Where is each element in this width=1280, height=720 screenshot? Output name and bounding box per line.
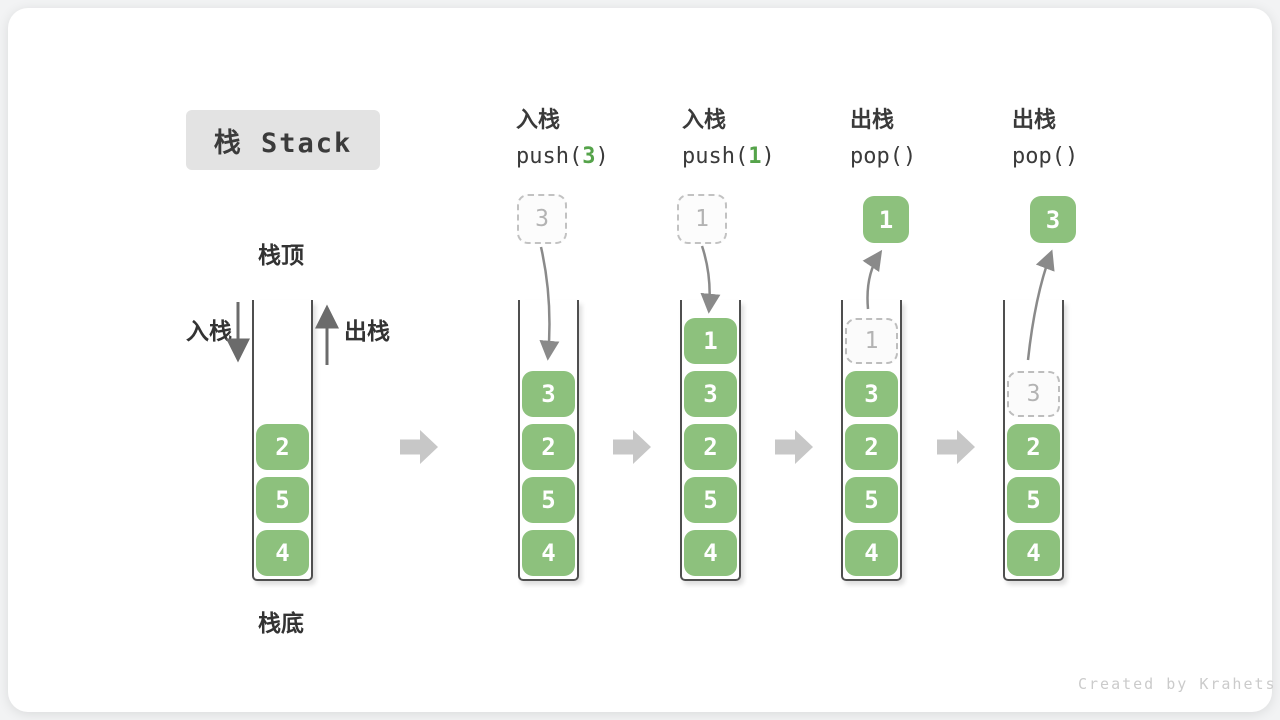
stack-cell: 2: [1007, 424, 1060, 470]
stack-container: [680, 300, 741, 581]
stack-state-pop-1: 1 1 3 2 5 4: [841, 0, 909, 720]
step-header-push-3: 入栈 push(3): [516, 110, 609, 168]
step-header-push-1: 入栈 push(1): [682, 110, 775, 168]
code-post: ): [1064, 144, 1079, 169]
code-arg: 1: [748, 144, 762, 169]
stack-cell: 5: [256, 477, 309, 523]
stack-cell: 2: [522, 424, 575, 470]
code-post: ): [595, 144, 609, 169]
incoming-value-box: 1: [677, 194, 727, 244]
stack-cell: 4: [684, 530, 737, 576]
code-pre: pop(: [1012, 144, 1065, 169]
incoming-value-box: 3: [517, 194, 567, 244]
stack-top-label: 栈顶: [258, 243, 304, 269]
code-arg: 3: [582, 144, 596, 169]
stack-state-push-1: 1 1 3 2 5 4: [677, 0, 741, 720]
step-code-label: push(3): [516, 146, 609, 168]
stack-cell: 4: [522, 530, 575, 576]
code-pre: push(: [516, 144, 583, 169]
stack-cell: 3: [845, 371, 898, 417]
stack-cell: 2: [845, 424, 898, 470]
step-header-pop-1: 出栈 pop(): [850, 110, 916, 168]
stack-container: [518, 300, 579, 581]
popped-value-box: 1: [863, 196, 909, 243]
code-post: ): [761, 144, 775, 169]
pop-direction-label: 出栈: [344, 319, 390, 345]
step-cn-label: 出栈: [850, 108, 895, 133]
code-pre: push(: [682, 144, 749, 169]
removed-cell-placeholder: 3: [1007, 371, 1060, 417]
step-cn-label: 入栈: [516, 108, 561, 133]
removed-cell-placeholder: 1: [845, 318, 898, 364]
stack-cell: 5: [1007, 477, 1060, 523]
push-direction-label: 入栈: [186, 319, 232, 345]
stack-container: [252, 300, 313, 581]
stack-cell: 5: [522, 477, 575, 523]
stack-cell: 1: [684, 318, 737, 364]
stack-bottom-label: 栈底: [258, 611, 304, 637]
stack-cell: 2: [684, 424, 737, 470]
stack-container: [1003, 300, 1064, 581]
step-code-label: pop(): [850, 146, 916, 168]
diagram-title-box: 栈 Stack: [186, 110, 380, 170]
code-pre: pop(: [850, 144, 903, 169]
stack-state-push-3: 3 3 2 5 4: [517, 0, 579, 720]
credit-text: Created by Krahets: [1078, 675, 1277, 693]
step-header-pop-2: 出栈 pop(): [1012, 110, 1078, 168]
stack-cell: 5: [684, 477, 737, 523]
stack-container: [841, 300, 902, 581]
code-post: ): [902, 144, 917, 169]
step-cn-label: 入栈: [682, 108, 727, 133]
stack-cell: 2: [256, 424, 309, 470]
stack-cell: 4: [845, 530, 898, 576]
stack-cell: 3: [684, 371, 737, 417]
stack-cell: 3: [522, 371, 575, 417]
step-cn-label: 出栈: [1012, 108, 1057, 133]
popped-value-box: 3: [1030, 196, 1076, 243]
stack-cell: 5: [845, 477, 898, 523]
step-code-label: push(1): [682, 146, 775, 168]
stack-state-initial: 2 5 4: [252, 0, 313, 720]
stack-state-pop-2: 3 3 2 5 4: [1003, 0, 1076, 720]
stack-cell: 4: [256, 530, 309, 576]
step-code-label: pop(): [1012, 146, 1078, 168]
diagram-title: 栈 Stack: [213, 127, 353, 159]
stack-cell: 4: [1007, 530, 1060, 576]
